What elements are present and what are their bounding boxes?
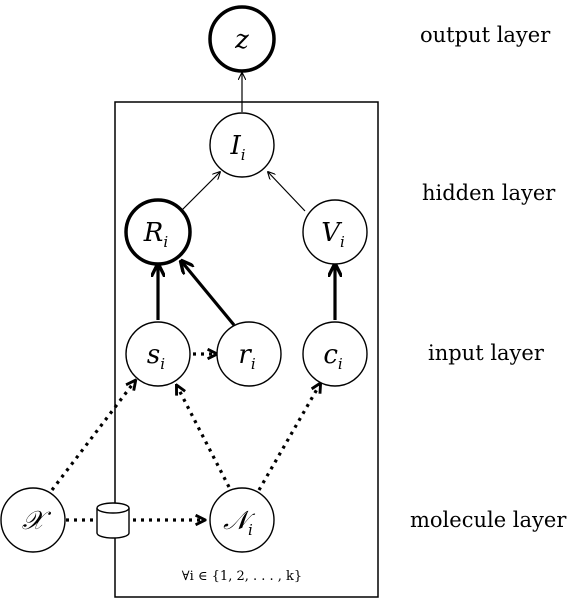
- node-s-subscript: i: [160, 355, 165, 373]
- node-c-subscript: i: [338, 355, 343, 373]
- node-s: si: [125, 321, 191, 387]
- edge-X-to-s: [50, 381, 135, 491]
- edge-V-to-I: [268, 172, 306, 212]
- edges: [50, 73, 335, 520]
- node-r-subscript: i: [251, 355, 256, 373]
- molecule-layer-label: molecule layer: [410, 508, 567, 532]
- edge-N-to-c: [257, 384, 320, 491]
- svg-text:z: z: [234, 25, 249, 55]
- node-I-subscript: i: [241, 146, 246, 164]
- node-R-subscript: i: [163, 233, 168, 251]
- node-N-subscript: i: [248, 521, 253, 539]
- node-c-symbol: c: [323, 340, 338, 370]
- node-s-symbol: s: [147, 340, 160, 370]
- node-R-symbol: R: [143, 218, 164, 248]
- node-c: ci: [302, 321, 368, 387]
- hidden-layer-label: hidden layer: [422, 181, 556, 205]
- node-V-subscript: i: [340, 233, 345, 251]
- svg-text:si: si: [147, 340, 165, 373]
- node-N: 𝒩i: [209, 487, 275, 553]
- node-I-symbol: I: [229, 131, 241, 161]
- edge-N-to-s: [177, 386, 231, 488]
- node-z: z: [208, 5, 276, 73]
- svg-text:ci: ci: [323, 340, 343, 373]
- database-icon: [96, 502, 130, 539]
- node-r-symbol: r: [238, 340, 252, 370]
- node-X: 𝒳: [0, 487, 66, 553]
- plate-box: [114, 101, 379, 598]
- svg-text:Ii: Ii: [229, 131, 245, 164]
- node-z-symbol: z: [234, 25, 249, 55]
- svg-text:Vi: Vi: [321, 218, 345, 251]
- plate-index-note: ∀i ∈ {1, 2, . . . , k}: [182, 569, 302, 584]
- svg-text:Ri: Ri: [143, 218, 169, 251]
- node-V: Vi: [302, 199, 368, 265]
- node-V-symbol: V: [321, 218, 342, 248]
- output-layer-label: output layer: [420, 23, 551, 47]
- node-r: ri: [216, 321, 282, 387]
- node-I: Ii: [209, 112, 275, 178]
- svg-text:ri: ri: [238, 340, 255, 373]
- node-R: Ri: [124, 198, 192, 266]
- input-layer-label: input layer: [428, 341, 545, 365]
- edge-R-to-I: [180, 172, 220, 212]
- edge-r-to-R: [182, 262, 236, 327]
